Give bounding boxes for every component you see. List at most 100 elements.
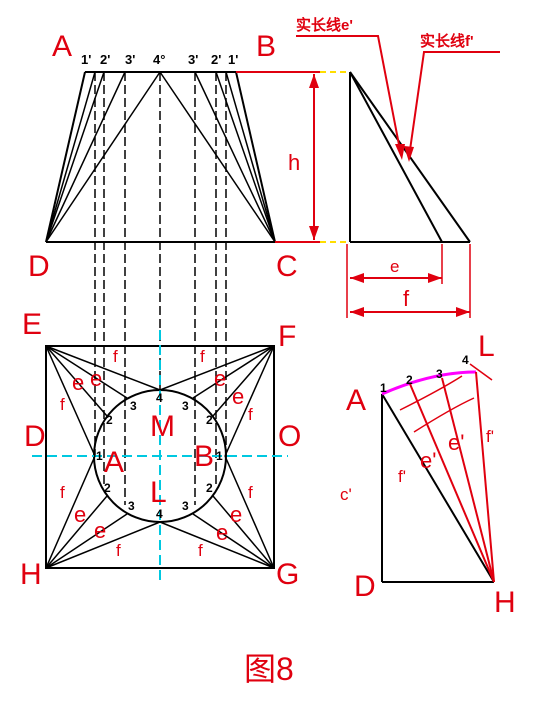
edge-f-1: f (113, 347, 118, 366)
dev-num-1: 1 (380, 381, 387, 395)
development-view: A L D H 1 2 3 4 c' f' e' e' f' (340, 330, 516, 619)
label-a-plan: A (104, 446, 124, 479)
dim-e-arrow-l (350, 273, 364, 283)
front-right-edge (235, 71, 276, 243)
top-num-6: 2' (211, 52, 221, 67)
plan-f-2 (212, 345, 275, 417)
edge-e-2: e (72, 370, 84, 395)
edge-f-7: f (116, 541, 121, 560)
label-l-plan: L (150, 476, 167, 509)
edge-f-8: f (198, 541, 203, 560)
edge-e-8: e (216, 520, 228, 545)
dev-label-f2: f' (486, 427, 494, 446)
front-line-c-3 (194, 71, 276, 243)
label-d-plan: D (24, 420, 46, 453)
dim-e-arrow-r (428, 273, 442, 283)
top-num-1: 1' (81, 52, 91, 67)
pt-2-bl: 2 (104, 481, 111, 495)
plan-g-2 (212, 495, 275, 569)
label-b-front: B (256, 30, 276, 63)
edge-e-6: e (94, 518, 106, 543)
label-l-dev: L (478, 330, 495, 363)
top-num-5: 3' (188, 52, 198, 67)
label-g-plan: G (276, 558, 299, 591)
pt-2-tl: 2 (106, 413, 113, 427)
dev-tick (469, 363, 493, 381)
edge-e-1: e (90, 366, 102, 391)
label-f-plan: F (278, 320, 296, 353)
edge-f-3: f (60, 395, 65, 414)
label-a-dev: A (346, 384, 366, 417)
front-line-d-3 (45, 71, 126, 243)
edge-f-5: f (60, 483, 65, 502)
figure-caption: 图8 (244, 651, 294, 687)
plan-h-4 (45, 521, 161, 569)
leader-f-arrow (404, 146, 414, 162)
label-c-front: C (276, 250, 298, 283)
plan-g-1 (224, 455, 275, 569)
label-dim-e: e (390, 257, 399, 276)
dev-label-e: e' (420, 448, 436, 473)
label-dim-f: f (403, 286, 410, 311)
plan-h-2 (45, 495, 108, 569)
dev-num-3: 3 (436, 367, 443, 381)
pt-4-bottom: 4 (156, 507, 163, 521)
front-line-d-2 (45, 71, 96, 243)
dev-line-2 (409, 383, 495, 583)
plan-f-3 (192, 345, 275, 399)
pt-1-right: 1 (216, 449, 223, 463)
plan-f-1 (224, 345, 275, 457)
edge-e-5: e (74, 502, 86, 527)
dev-arc (381, 370, 477, 396)
plan-e-1 (45, 345, 96, 457)
dev-line-1 (381, 393, 495, 583)
label-h: h (288, 150, 300, 175)
leader-e-arrow (395, 144, 405, 160)
pt-2-tr: 2 (206, 413, 213, 427)
dev-label-c: c' (340, 485, 352, 504)
front-view: A B C D 1' 2' 3' 4° 3' 2' 1' (28, 30, 298, 505)
edge-f-2: f (200, 347, 205, 366)
plan-g-3 (192, 513, 275, 569)
label-h-plan: H (20, 558, 42, 591)
plan-e-4 (45, 345, 161, 391)
pt-3-br: 3 (182, 499, 189, 513)
pt-4-top: 4 (156, 391, 163, 405)
pt-3-tr: 3 (182, 399, 189, 413)
edge-f-6: f (248, 483, 253, 502)
leader-e (296, 35, 401, 151)
note-true-length-e: 实长线e' (296, 16, 353, 34)
plan-e-2 (45, 345, 108, 417)
front-line-c-4 (159, 71, 276, 243)
note-true-length-f: 实长线f' (420, 32, 474, 50)
dev-label-f: f' (398, 467, 406, 486)
dev-line-3 (441, 377, 495, 583)
edge-e-7: e (230, 502, 242, 527)
label-b-plan: B (194, 440, 214, 473)
plan-f-4 (159, 345, 275, 391)
label-m-plan: M (150, 410, 175, 443)
pt-3-bl: 3 (128, 499, 135, 513)
leader-f (409, 51, 500, 151)
edge-e-3: e (214, 366, 226, 391)
side-view: h e f 实长线e' 实长线f' (236, 16, 500, 318)
plan-g-4 (159, 521, 275, 569)
dim-f-arrow-r (456, 307, 470, 317)
dev-line-4 (475, 371, 495, 583)
dev-arc-f (413, 397, 475, 433)
pt-3-tl: 3 (130, 399, 137, 413)
dev-num-2: 2 (406, 373, 413, 387)
edge-e-4: e (232, 384, 244, 409)
label-o-plan: O (278, 420, 301, 453)
dim-f-arrow-l (350, 307, 364, 317)
dev-num-4: 4 (462, 353, 469, 367)
dev-label-e2: e' (448, 430, 464, 455)
label-h-dev: H (494, 586, 516, 619)
top-num-4: 4° (153, 52, 165, 67)
pt-2-br: 2 (206, 481, 213, 495)
top-num-2: 2' (100, 52, 110, 67)
top-view: E F D O H G A B M L f f e e e e f f f f … (20, 308, 301, 591)
dim-h-arrow-bottom (309, 226, 319, 240)
